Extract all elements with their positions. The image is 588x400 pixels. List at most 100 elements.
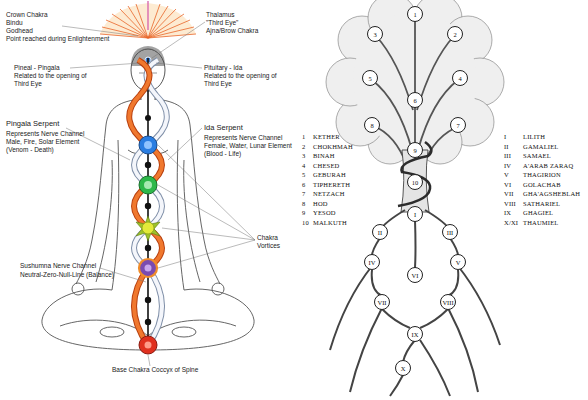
chakra-core: [145, 265, 152, 272]
list-number: X/XI: [504, 219, 518, 227]
sephirah-name: GOLACHAB: [523, 181, 561, 189]
list-number: II: [504, 143, 509, 151]
ida-outline: [134, 60, 167, 345]
callout-label: (Venom - Death): [6, 146, 54, 154]
leader-line: [168, 128, 202, 160]
leader-line: [156, 63, 202, 68]
base-chakra: [139, 336, 157, 354]
right-hand: [212, 283, 224, 295]
qliphah-circle: VI: [407, 267, 423, 283]
chakra-core: [144, 181, 152, 189]
node-number: 4: [458, 75, 461, 82]
list-number: 3: [302, 152, 305, 160]
sephirah-name: LILITH: [523, 133, 545, 141]
list-number: IV: [504, 162, 511, 170]
callout-label: (Blood - Life): [204, 150, 241, 158]
sephirah-circle: 5: [362, 70, 378, 86]
list-number: VI: [504, 181, 511, 189]
leader-line: [148, 355, 150, 366]
list-number: VII: [504, 190, 514, 198]
sephirah-name: GEBURAH: [313, 171, 346, 179]
qliphah-circle: II: [372, 224, 388, 240]
node-number: IX: [412, 331, 419, 338]
node-number: VI: [412, 272, 419, 279]
callout-label: Male, Fire, Solar Element: [6, 138, 79, 146]
list-number: 4: [302, 162, 305, 170]
sephirah-circle: 1: [407, 6, 423, 22]
node-number: 7: [456, 122, 459, 129]
node-number: 1: [413, 11, 416, 18]
left-foot: [100, 327, 124, 337]
callout-label: Godhead: [6, 27, 33, 35]
callout-label: Ajna/Brow Chakra: [206, 27, 258, 35]
list-number: III: [504, 152, 511, 160]
node-number: III: [447, 229, 454, 236]
sephirah-name: THAUMIEL: [523, 219, 559, 227]
chakra-vortices: [136, 136, 160, 354]
callout-label: Represents Nerve Channel: [6, 130, 84, 138]
qliphah-circle: VIII: [440, 294, 456, 310]
list-number: 10: [302, 219, 309, 227]
pingala-outline: [129, 60, 162, 345]
sephirah-name: GHA'AGSHEBLAH: [523, 190, 580, 198]
node-number: 3: [373, 31, 376, 38]
spine-dot: [145, 319, 151, 325]
qliphah-circle: X: [395, 360, 411, 376]
callout-label: Crown Chakra: [6, 11, 48, 19]
tree-trunk-roots: [330, 142, 500, 396]
sephirah-name: SATHARIEL: [523, 200, 560, 208]
spine-dot: [145, 297, 151, 303]
list-number: 9: [302, 209, 305, 217]
callout-label: Pituitary - Ida: [204, 64, 242, 72]
spine-dot: [145, 115, 151, 121]
list-number: 6: [302, 181, 305, 189]
node-number: X: [401, 365, 406, 372]
chakra-core: [145, 342, 152, 349]
crown-line: [147, 1, 148, 30]
callout-label: Female, Water, Lunar Element: [204, 142, 292, 150]
callout-label: "Third Eye": [206, 19, 238, 27]
spine-dot: [145, 245, 151, 251]
callout-label: Chakra Vortices: [257, 234, 291, 249]
sephirah-circle: 7: [450, 117, 466, 133]
sephirah-name: THAGIRION: [523, 171, 561, 179]
ida-serpent: [134, 60, 167, 345]
list-number: 2: [302, 143, 305, 151]
node-number: 10: [412, 179, 419, 186]
node-number: 6: [413, 97, 416, 104]
sephirah-name: KETHER: [313, 133, 340, 141]
callout-label: Point reached during Enlightenment: [6, 35, 109, 43]
leader-line: [62, 26, 138, 36]
node-number: V: [456, 259, 461, 266]
crown-wings: [100, 1, 196, 38]
sephirah-name: CHESED: [313, 162, 339, 170]
sephirah-name: HOD: [313, 200, 328, 208]
qliphah-circle: I: [407, 206, 423, 222]
callout-label: Pingala Serpent: [6, 120, 59, 128]
callout-label: Base Chakra Coccyx of Spine: [112, 366, 198, 374]
sephirah-circle: 8: [364, 117, 380, 133]
sephirah-circle: 2: [447, 26, 463, 42]
sephirah-circle: 6: [407, 92, 423, 108]
list-number: 1: [302, 133, 305, 141]
node-number: 8: [370, 122, 373, 129]
node-number: 2: [453, 31, 456, 38]
roots: [330, 210, 500, 396]
chakra-core: [144, 141, 152, 149]
node-number: II: [378, 229, 382, 236]
list-number: 8: [302, 200, 305, 208]
sephirah-name: MALKUTH: [313, 219, 347, 227]
sephirah-circle: 10: [407, 174, 423, 190]
node-number: 9: [413, 147, 416, 154]
sephirah-name: YESOD: [313, 209, 336, 217]
sephirah-name: NETZACH: [313, 190, 345, 198]
sephirah-name: GHAGIEL: [523, 209, 553, 217]
callout-label: Related to the opening of Third Eye: [14, 72, 96, 87]
spine-dot: [145, 203, 151, 209]
callout-label: Neutral-Zero-Null-Line (Balance): [20, 271, 114, 279]
list-number: 5: [302, 171, 305, 179]
throat-chakra: [139, 136, 157, 154]
qliphah-circle: IV: [364, 254, 380, 270]
leader-line: [158, 145, 255, 268]
